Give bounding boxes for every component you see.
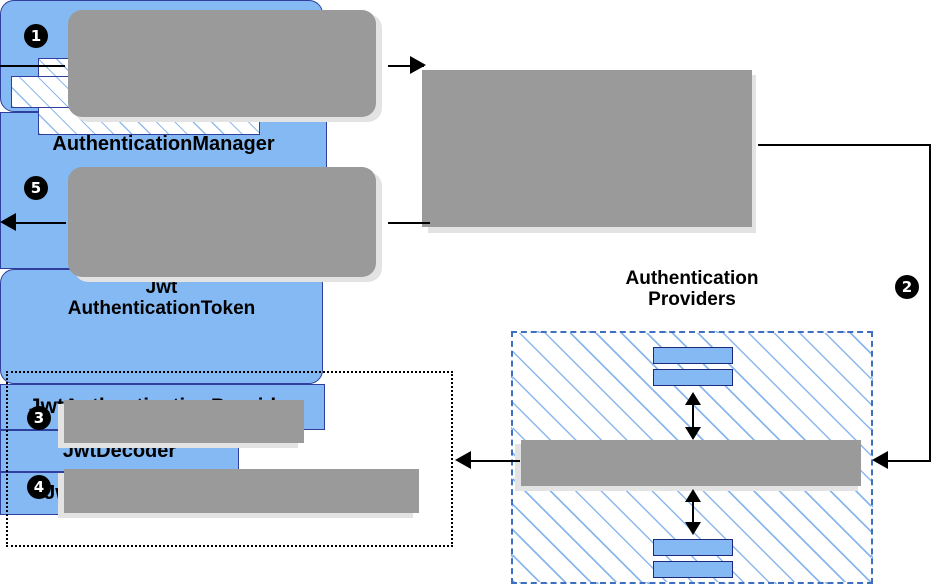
badge-step-1: 1 xyxy=(24,24,48,48)
connector-manager-to-providers-v xyxy=(929,144,931,461)
badge-step-2: 2 xyxy=(895,275,919,299)
badge-step-4: 4 xyxy=(27,475,51,499)
jwt-token-title: Jwt AuthenticationToken xyxy=(67,277,256,319)
arrowhead-provider-down-bottom xyxy=(685,522,701,535)
provider-placeholder-top-1 xyxy=(653,347,733,364)
connector-provider-vertical-top xyxy=(692,396,694,432)
provider-placeholder-bottom-2 xyxy=(653,561,733,578)
authentication-providers-label: Authentication Providers xyxy=(625,268,759,311)
provider-placeholder-top-2 xyxy=(653,369,733,386)
connector-provider-to-support xyxy=(470,460,520,462)
node-jwt-authentication-token[interactable]: Jwt AuthenticationToken Jwt Authorities xyxy=(0,76,323,384)
authentication-manager-shadow-dark xyxy=(422,70,752,227)
bearer-token-shadow-dark xyxy=(68,10,376,117)
connector-token-to-manager xyxy=(388,65,424,67)
connector-manager-to-providers-h2 xyxy=(888,460,931,462)
authentication-manager-title: AuthenticationManager xyxy=(52,133,275,155)
badge-step-5: 5 xyxy=(24,176,48,200)
jwt-provider-shadow-dark xyxy=(521,440,861,486)
connector-provider-vertical-bottom xyxy=(692,493,694,527)
connector-manager-to-providers-h1 xyxy=(758,144,930,146)
jwt-converter-shadow-dark xyxy=(64,469,419,513)
arrowhead-into-providers xyxy=(872,451,888,469)
connector-request-in xyxy=(0,65,65,67)
arrowhead-provider-up-top xyxy=(685,392,701,405)
arrowhead-response-out xyxy=(0,213,16,231)
jwt-decoder-shadow-dark xyxy=(64,400,304,443)
arrowhead-provider-down-top xyxy=(685,427,701,440)
jwt-token-shadow-dark xyxy=(68,167,376,277)
support-components-container xyxy=(6,371,453,547)
badge-step-3: 3 xyxy=(27,406,51,430)
arrowhead-token-to-manager xyxy=(410,56,426,74)
connector-manager-to-jwt-token xyxy=(388,222,430,224)
provider-placeholder-bottom-1 xyxy=(653,539,733,556)
connector-response-out xyxy=(16,222,66,224)
arrowhead-into-support-box xyxy=(455,451,471,469)
arrowhead-provider-up-bottom xyxy=(685,489,701,502)
